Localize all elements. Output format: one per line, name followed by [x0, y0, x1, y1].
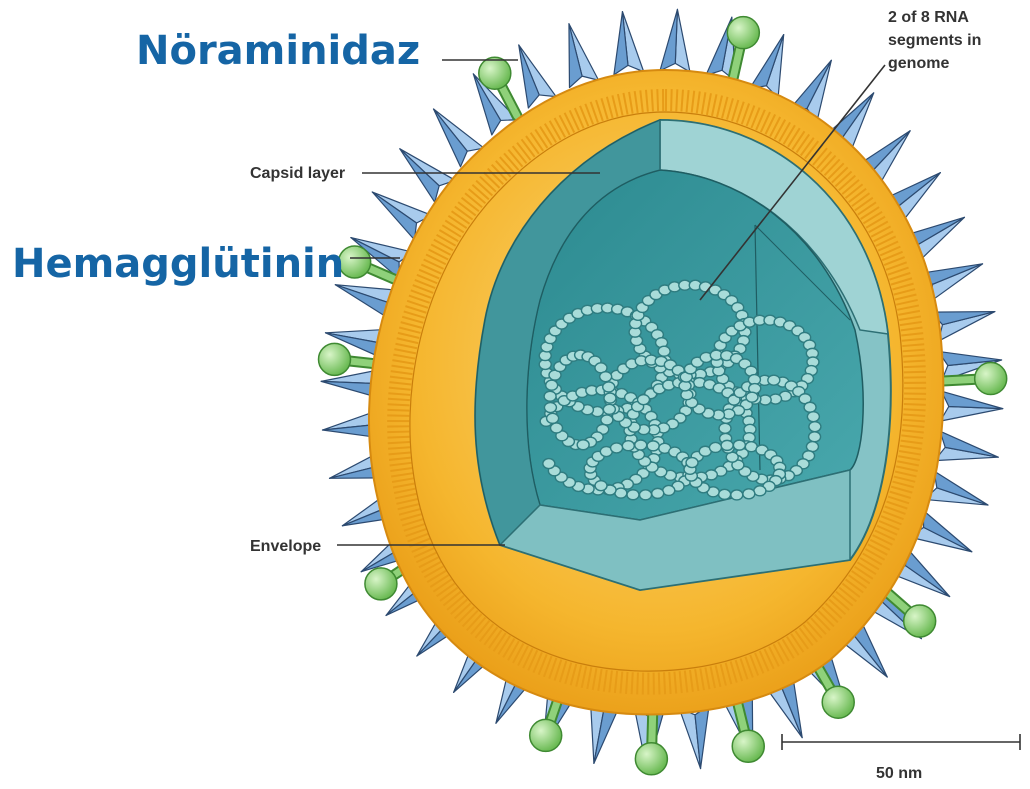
rna-label-line2: segments in [888, 32, 981, 49]
hemagglutinin-spike [569, 24, 599, 88]
hemagglutinin-spike [935, 431, 999, 461]
rna-label-line1: 2 of 8 RNA [888, 9, 969, 26]
hemagglutinin-label: Hemagglütinin [12, 241, 344, 287]
neuraminidase-label: Nöraminidaz [136, 28, 420, 74]
scale-bar [782, 734, 1020, 750]
envelope-label: Envelope [250, 538, 321, 555]
scale-label: 50 nm [876, 765, 922, 782]
hemagglutinin-spike [679, 705, 709, 768]
rna-label-line3: genome [888, 55, 949, 72]
hemagglutinin-spike [940, 391, 1003, 421]
hemagglutinin-spike [660, 9, 690, 72]
hemagglutinin-spike [614, 12, 644, 75]
capsid-label: Capsid layer [250, 165, 345, 182]
